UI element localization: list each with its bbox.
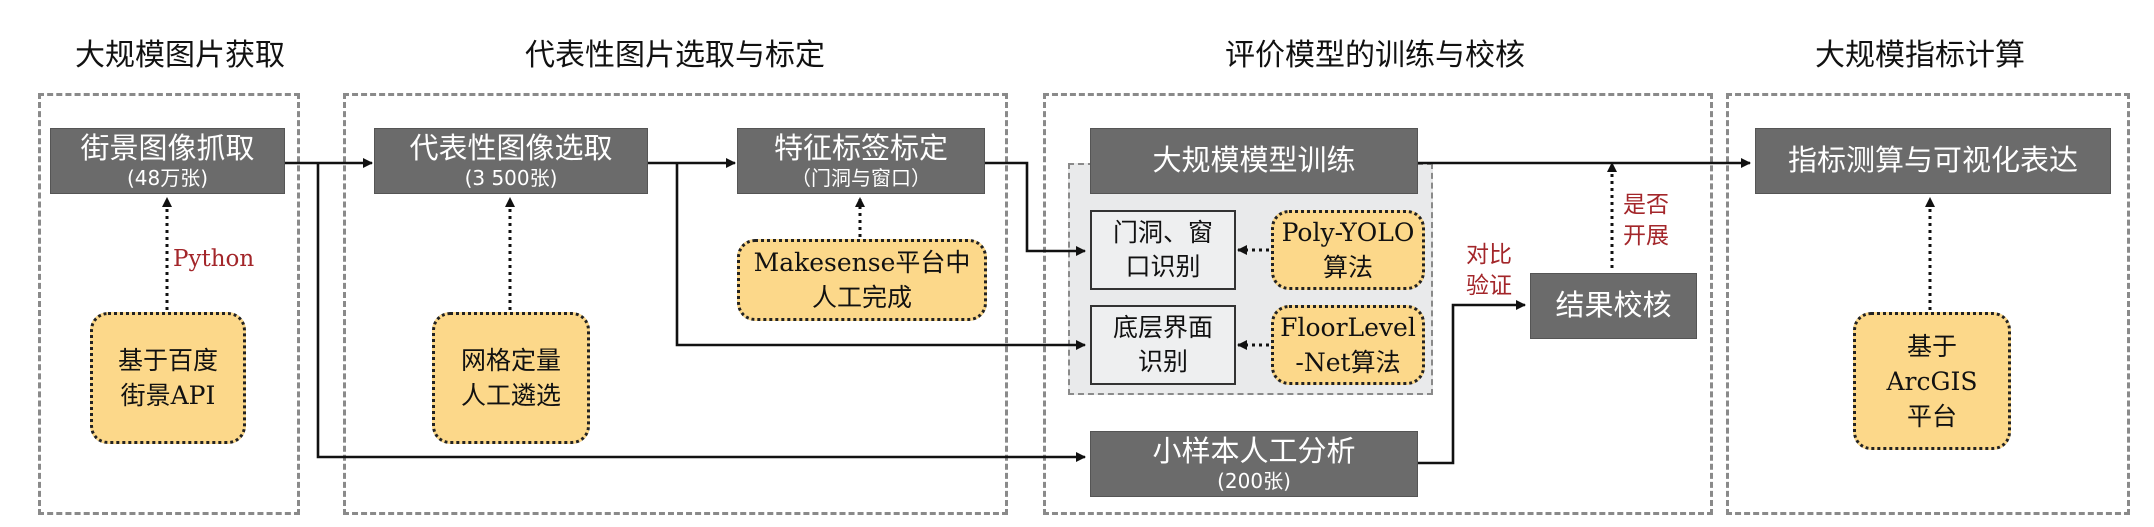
indicator-calc-box: 指标测算与可视化表达	[1755, 128, 2111, 194]
small-sample-label: 小样本人工分析	[1152, 433, 1356, 468]
small-sample-box: 小样本人工分析 (200张)	[1090, 431, 1418, 497]
stage-box-training	[1043, 93, 1713, 515]
arrow-to-result-check	[1418, 300, 1526, 465]
arrow-to-small-sample	[316, 163, 1086, 462]
baidu-api-method-box: 基于百度 街景API	[90, 312, 246, 444]
stage-title-training: 评价模型的训练与校核	[1225, 38, 1525, 73]
stage-box-indicator	[1726, 93, 2130, 515]
model-training-label: 大规模模型训练	[1152, 143, 1356, 178]
indicator-calc-label: 指标测算与可视化表达	[1787, 143, 2078, 178]
feature-label-title: 特征标签标定	[773, 130, 948, 165]
representative-selection-box: 代表性图像选取 (3 500张)	[374, 128, 648, 194]
floorlevel-method-box: FloorLevel -Net算法	[1271, 305, 1425, 385]
small-sample-count: (200张)	[1217, 469, 1291, 494]
result-check-label: 结果校核	[1555, 288, 1672, 323]
makesense-method-box: Makesense平台中 人工完成	[737, 239, 987, 321]
representative-selection-label: 代表性图像选取	[409, 130, 613, 165]
model-training-box: 大规模模型训练	[1090, 128, 1418, 194]
stage-title-selection: 代表性图片选取与标定	[525, 38, 825, 73]
arcgis-method-box: 基于 ArcGIS 平台	[1853, 312, 2011, 450]
compare-verify-label: 对比 验证	[1466, 242, 1512, 300]
stage-box-selection	[343, 93, 1008, 515]
feature-label-box: 特征标签标定 （门洞与窗口）	[737, 128, 985, 194]
representative-selection-count: (3 500张)	[464, 166, 558, 191]
result-check-box: 结果校核	[1530, 273, 1697, 339]
street-view-capture-box: 街景图像抓取 (48万张)	[50, 128, 285, 194]
grid-selection-method-box: 网格定量 人工遴选	[432, 312, 590, 444]
feature-label-sub: （门洞与窗口）	[791, 166, 931, 191]
floor-interface-recognition-box: 底层界面 识别	[1090, 305, 1236, 385]
arrow-to-door-window	[985, 161, 1086, 256]
street-view-capture-label: 街景图像抓取	[80, 130, 255, 165]
python-label: Python	[173, 246, 255, 272]
door-window-recognition-box: 门洞、窗 口识别	[1090, 210, 1236, 290]
arrow-to-floor-interface	[675, 163, 1086, 350]
poly-yolo-method-box: Poly-YOLO 算法	[1271, 210, 1425, 290]
street-view-capture-count: (48万张)	[126, 166, 209, 191]
stage-title-indicator: 大规模指标计算	[1815, 38, 2025, 73]
stage-title-acquisition: 大规模图片获取	[75, 38, 285, 73]
whether-deploy-label: 是否 开展	[1623, 192, 1669, 250]
stage-box-acquisition	[38, 93, 300, 515]
